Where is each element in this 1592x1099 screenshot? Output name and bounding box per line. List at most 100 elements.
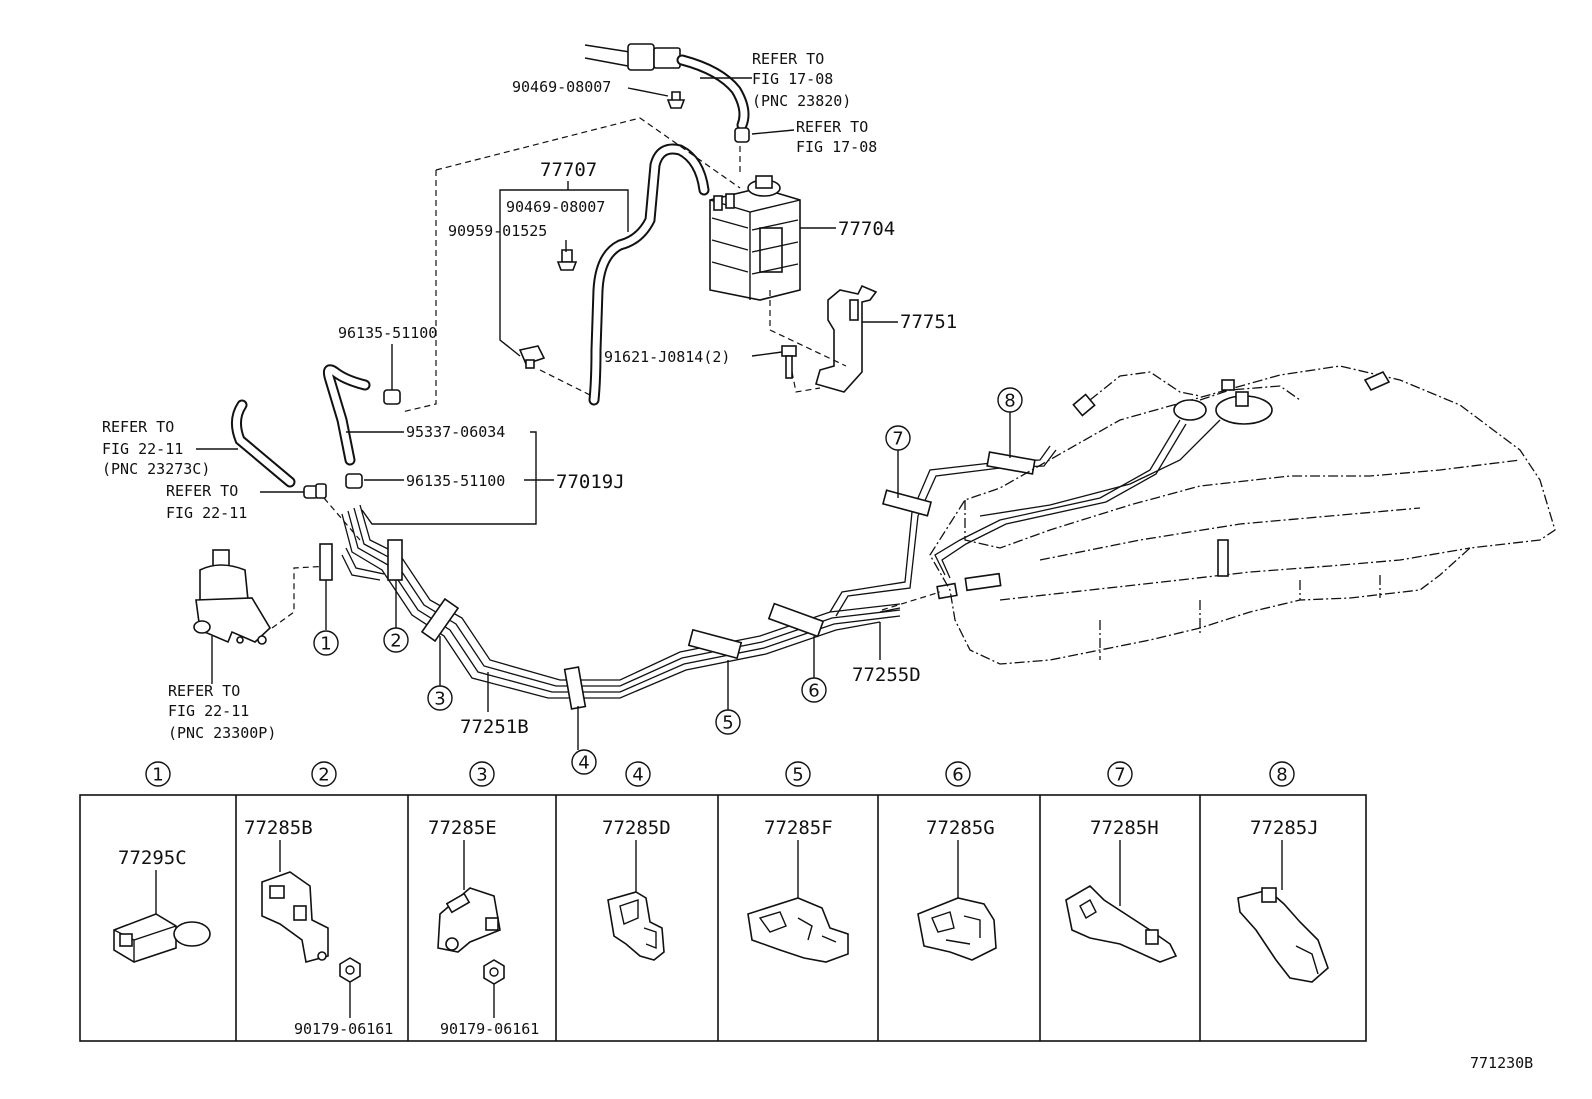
table-cell-8[interactable]: 77285J [1237, 817, 1329, 983]
svg-text:90469-08007: 90469-08007 [512, 78, 611, 96]
clip-90469-mid[interactable] [556, 249, 578, 271]
svg-text:7: 7 [1114, 765, 1125, 786]
hose-clamp-96135-mid[interactable] [345, 473, 363, 489]
svg-text:77285J: 77285J [1250, 817, 1319, 839]
fuel-filter-assembly[interactable] [584, 43, 750, 131]
leader-canister-vertical [401, 170, 437, 413]
table-cell-4[interactable]: 77285D [602, 817, 671, 961]
svg-text:77707: 77707 [540, 159, 597, 181]
svg-text:77255D: 77255D [852, 664, 921, 686]
svg-text:2: 2 [318, 765, 329, 786]
charcoal-canister-77704[interactable] [709, 175, 801, 301]
clip-90469-top[interactable] [666, 91, 686, 109]
svg-text:91621-J0814(2): 91621-J0814(2) [604, 348, 730, 366]
svg-text:90469-08007: 90469-08007 [506, 198, 605, 216]
svg-text:77751: 77751 [900, 311, 957, 333]
table-cell-6[interactable]: 77285G [917, 817, 997, 961]
label-77751: 77751 [862, 311, 957, 333]
svg-text:6: 6 [952, 765, 963, 786]
callout-2[interactable]: 2 [383, 580, 409, 653]
label-90469-mid: 90469-08007 [506, 198, 605, 216]
svg-text:FIG 17-08: FIG 17-08 [752, 70, 833, 88]
leader-vsv-pipe [271, 565, 331, 629]
callout-5[interactable]: 5 [715, 660, 741, 735]
table-cell-5[interactable]: 77285F [747, 817, 849, 963]
svg-text:5: 5 [722, 713, 733, 734]
label-refer-22-11-pnc23273c: REFER TO FIG 22-11 (PNC 23273C) [102, 418, 238, 478]
hose-95337[interactable] [322, 364, 371, 466]
svg-text:77285G: 77285G [926, 817, 995, 839]
bolt-91621[interactable] [781, 345, 797, 379]
label-90959: 90959-01525 [448, 222, 567, 252]
label-refer-22-11: REFER TO FIG 22-11 [166, 482, 304, 522]
label-77707: 77707 [499, 159, 629, 357]
leader-77255d-tank [881, 591, 941, 611]
callout-1[interactable]: 1 [313, 580, 339, 656]
svg-text:90959-01525: 90959-01525 [448, 222, 547, 240]
hose-clamp-96135-top[interactable] [383, 389, 401, 405]
clamp-refer-22-11[interactable] [303, 483, 327, 499]
callout-4[interactable]: 4 [571, 706, 597, 775]
clamp-4-on-pipe[interactable] [563, 666, 587, 710]
svg-text:(PNC 23300P): (PNC 23300P) [168, 724, 276, 742]
label-96135-top: 96135-51100 [338, 324, 437, 390]
svg-text:REFER TO: REFER TO [166, 482, 238, 500]
table-cell-1[interactable]: 77295C [113, 847, 211, 963]
canister-bracket-77751[interactable] [815, 284, 878, 393]
callout-3[interactable]: 3 [427, 636, 453, 711]
svg-text:(PNC 23273C): (PNC 23273C) [102, 460, 210, 478]
svg-text:(PNC 23820): (PNC 23820) [752, 92, 851, 110]
svg-text:REFER TO: REFER TO [168, 682, 240, 700]
clamp-1-on-pipe[interactable] [319, 543, 333, 581]
clamp-8-on-pipe[interactable] [986, 451, 1036, 475]
table-cell-2[interactable]: 77285B 90179-06161 [244, 817, 393, 1038]
callout-8[interactable]: 8 [997, 387, 1023, 458]
svg-text:96135-51100: 96135-51100 [338, 324, 437, 342]
svg-text:REFER TO: REFER TO [752, 50, 824, 68]
svg-text:77285B: 77285B [244, 817, 313, 839]
callout-7[interactable]: 7 [885, 425, 911, 498]
table-header-7: 7 [1107, 761, 1133, 787]
table-cell-7[interactable]: 77285H [1065, 817, 1178, 963]
svg-text:2: 2 [390, 631, 401, 652]
clamp-3-on-pipe[interactable] [420, 597, 460, 643]
leader-hose-canister [435, 117, 741, 189]
leader-canister-bracket [769, 290, 847, 367]
label-refer-22-11-pnc23300p: REFER TO FIG 22-11 (PNC 23300P) [168, 636, 276, 742]
clamp-7-on-pipe[interactable] [881, 489, 933, 517]
vsv-assembly[interactable] [193, 549, 272, 645]
svg-text:77295C: 77295C [118, 847, 187, 869]
table-header-1: 1 [145, 761, 171, 787]
svg-text:FIG 17-08: FIG 17-08 [796, 138, 877, 156]
pipe-connector-left[interactable] [936, 582, 958, 600]
clamp-6-on-pipe[interactable] [767, 602, 825, 638]
label-95337: 95337-06034 [346, 423, 537, 525]
label-77704: 77704 [800, 218, 895, 240]
fuel-pipe-77251b[interactable] [341, 504, 901, 699]
clamp-table [79, 794, 1367, 1042]
svg-text:90179-06161: 90179-06161 [294, 1020, 393, 1038]
label-refer-fig1708-pnc: REFER TO FIG 17-08 (PNC 23820) [700, 50, 851, 110]
label-90469-top: 90469-08007 [512, 78, 669, 97]
svg-text:8: 8 [1004, 391, 1015, 412]
tube-77707[interactable] [588, 143, 710, 406]
hose-clamp-top[interactable] [734, 127, 750, 143]
svg-text:6: 6 [808, 681, 819, 702]
callout-6[interactable]: 6 [801, 636, 827, 703]
hose-refer-22-11[interactable] [231, 399, 296, 488]
clamp-90959[interactable] [518, 345, 546, 369]
svg-text:4: 4 [578, 753, 589, 774]
svg-text:REFER TO: REFER TO [102, 418, 174, 436]
svg-text:REFER TO: REFER TO [796, 118, 868, 136]
svg-text:3: 3 [434, 689, 445, 710]
svg-text:77251B: 77251B [460, 716, 529, 738]
label-96135-mid: 96135-51100 [364, 472, 505, 490]
table-cell-3[interactable]: 77285E 90179-06161 [428, 817, 539, 1038]
clamp-5-on-pipe[interactable] [687, 628, 743, 660]
svg-text:77285D: 77285D [602, 817, 671, 839]
table-header-5: 5 [785, 761, 811, 787]
leader-bolt-bracket [791, 371, 821, 393]
clamp-2-on-pipe[interactable] [387, 539, 403, 581]
label-77019j: 77019J [524, 471, 625, 493]
